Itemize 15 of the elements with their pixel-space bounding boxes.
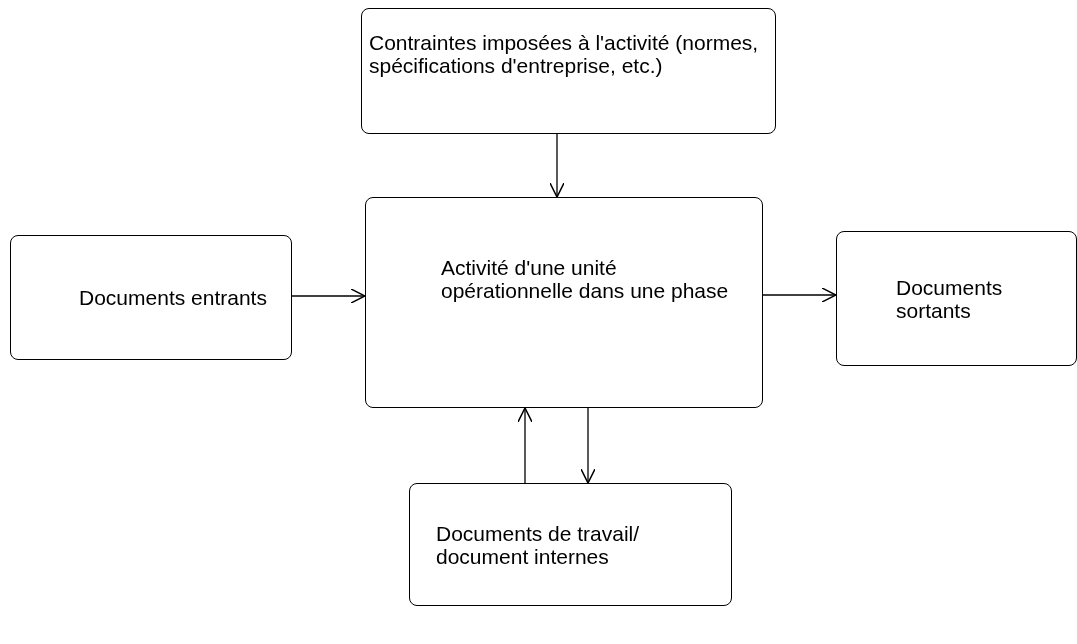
arrow [517,407,533,484]
arrow [580,407,596,484]
box-text: Contraintes imposées à l'activité (normes, spécifications d'entreprise, etc.) [369,31,760,77]
box-text: Documents sortants [896,275,1004,322]
process-box [10,235,292,360]
process-box [361,8,776,134]
process-box [836,231,1077,366]
process-box [409,483,732,606]
arrow [291,288,366,304]
box-text: Documents entrants [79,286,268,309]
process-box [365,197,763,408]
box-text: Activité d'une unité opérationnelle dans une phase [441,256,730,302]
arrow [762,287,837,303]
arrow [549,133,565,198]
box-text: Documents de travail/ document internes [436,522,641,568]
